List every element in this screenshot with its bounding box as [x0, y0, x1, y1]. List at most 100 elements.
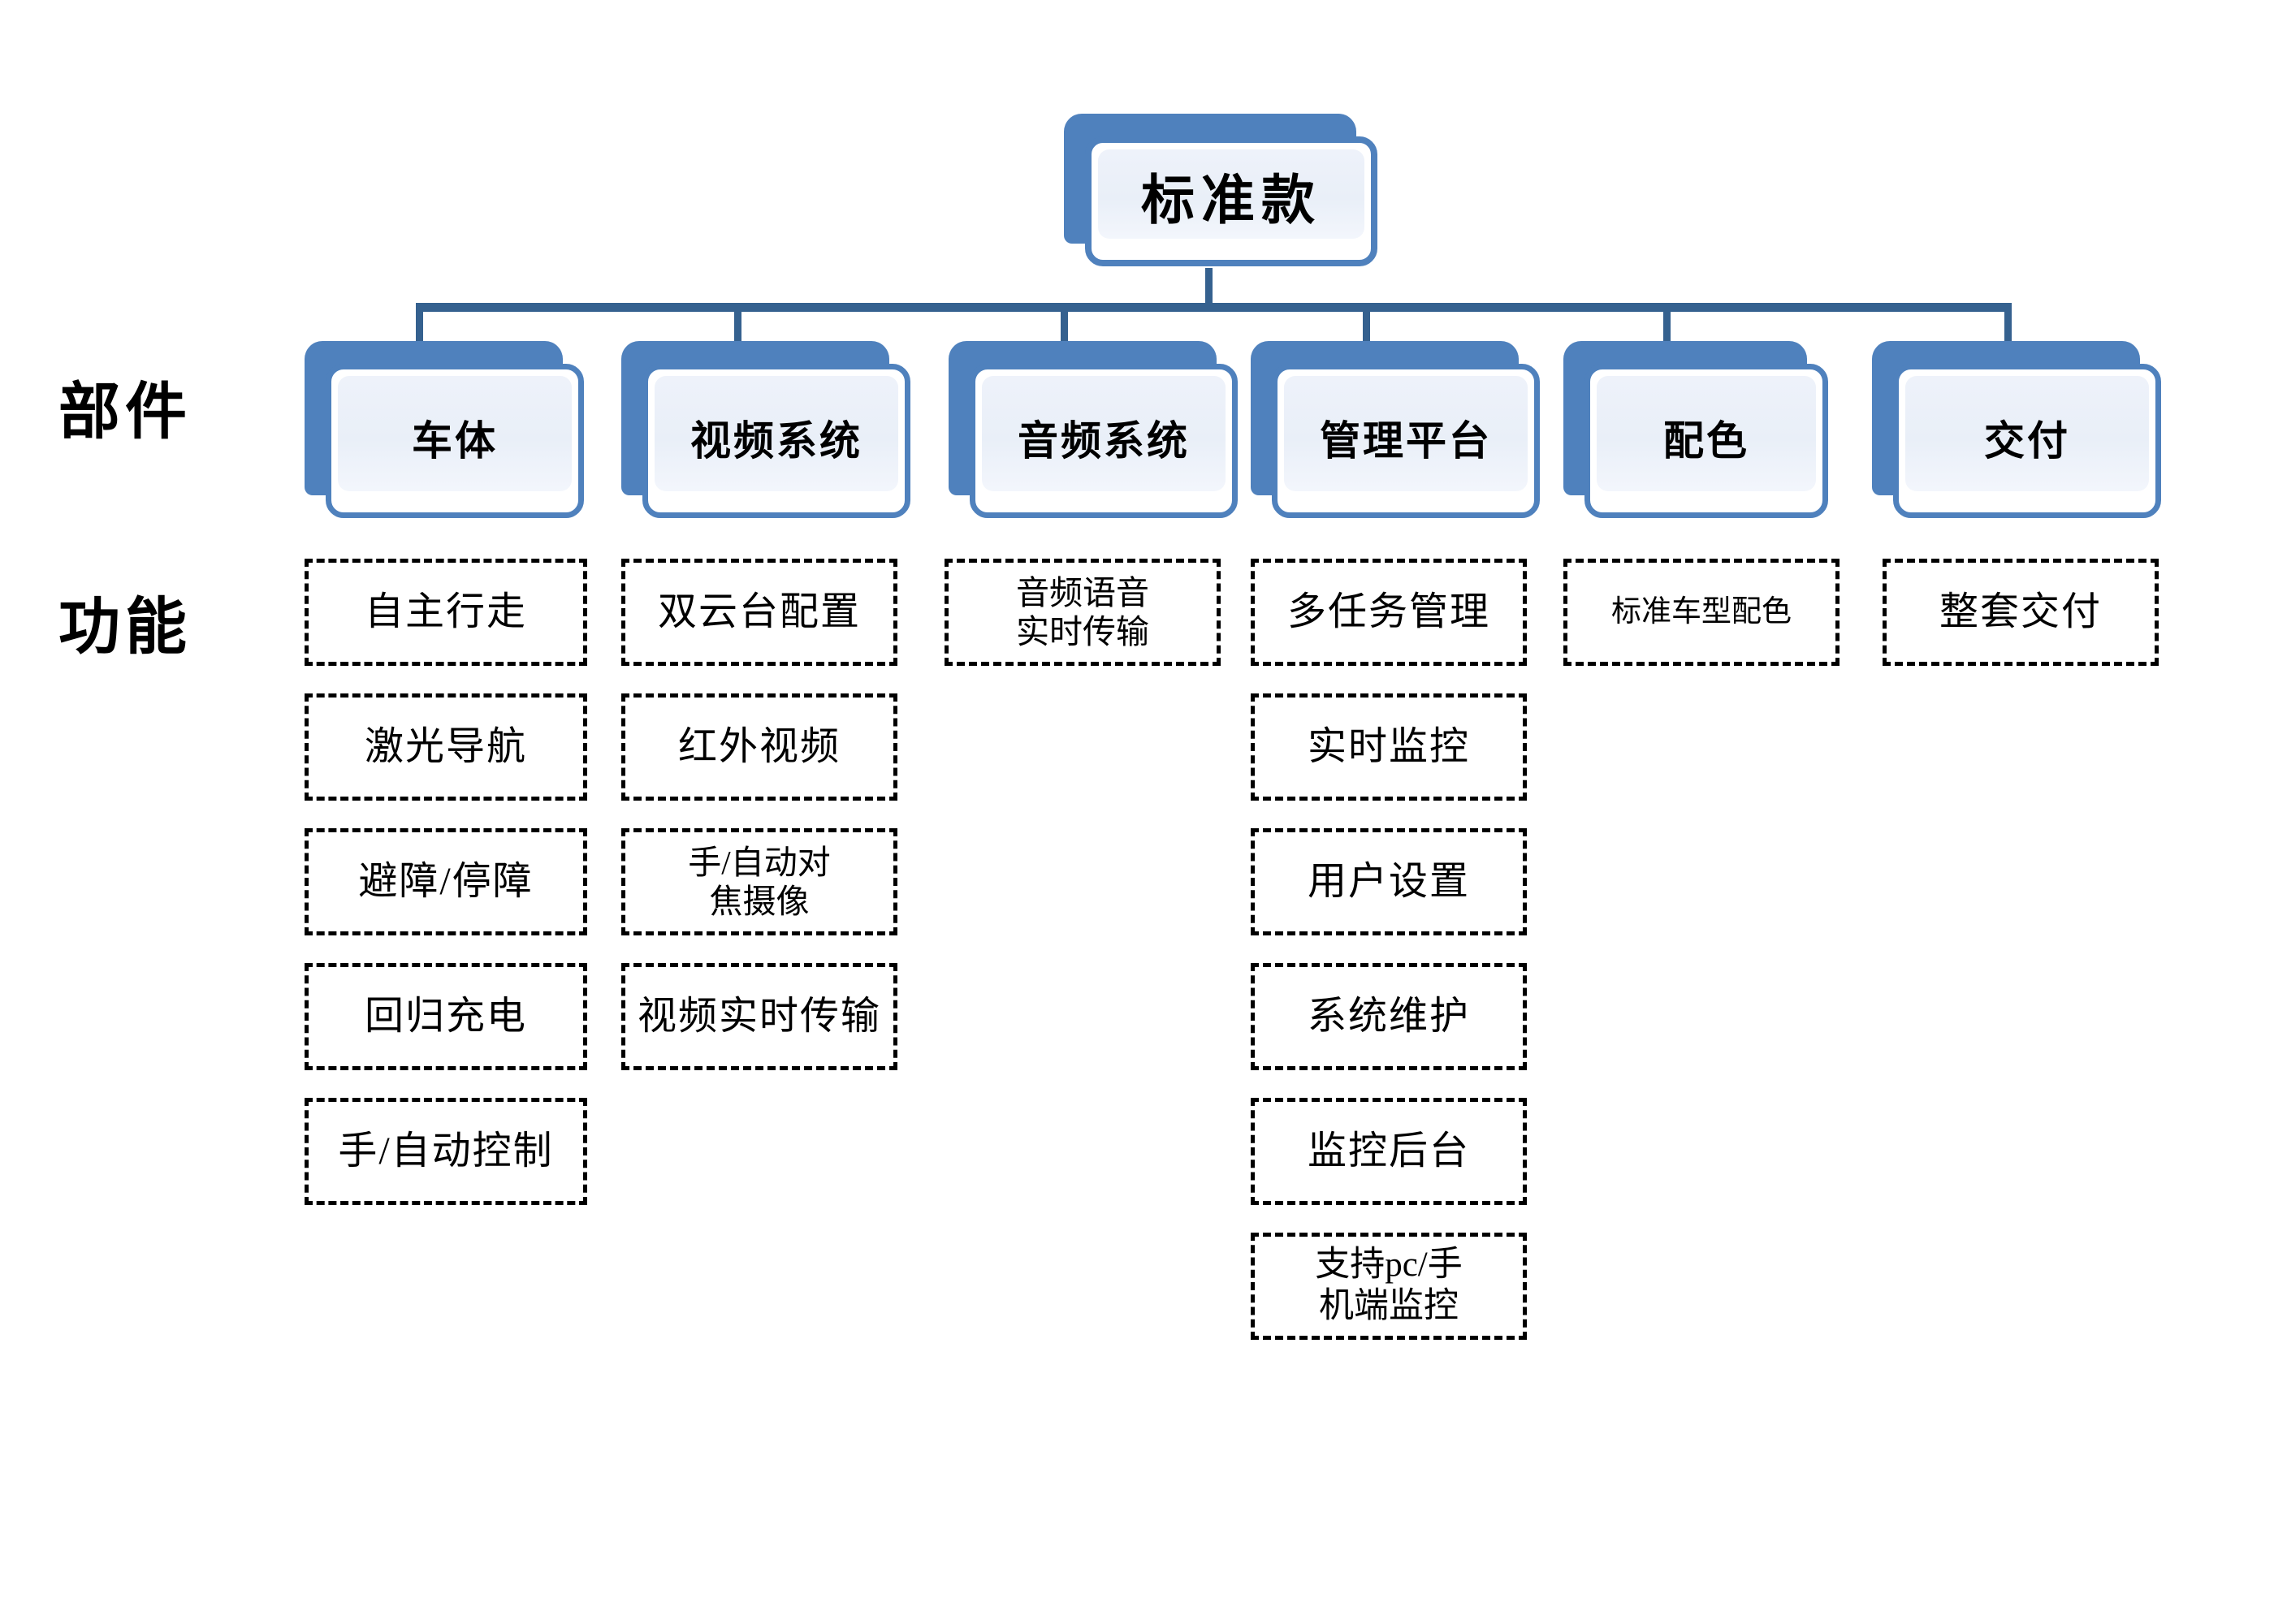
- function-box[interactable]: 用户设置: [1251, 828, 1527, 935]
- function-box-line: 视频实时传输: [637, 994, 881, 1038]
- function-box[interactable]: 支持pc/手机端监控: [1251, 1233, 1527, 1340]
- node-card: 管理平台: [1272, 364, 1540, 518]
- node-component-audio-system[interactable]: 音频系统: [949, 341, 1238, 518]
- node-component-video-system[interactable]: 视频系统: [621, 341, 910, 518]
- node-card: 视频系统: [642, 364, 910, 518]
- connector-drop-4: [1663, 312, 1671, 348]
- node-card: 交付: [1893, 364, 2161, 518]
- function-box[interactable]: 系统维护: [1251, 963, 1527, 1070]
- function-box-line: 支持pc/手: [1315, 1246, 1463, 1285]
- function-box[interactable]: 音频语音实时传输: [945, 559, 1221, 666]
- function-box-label: 标准车型配色: [1611, 594, 1792, 630]
- function-box[interactable]: 避障/停障: [305, 828, 587, 935]
- node-component-label: 交付: [1984, 417, 2070, 464]
- row-label-components: 部件: [58, 378, 192, 447]
- node-card: 车体: [326, 364, 584, 518]
- function-box-line: 实时传输: [1016, 613, 1149, 650]
- function-box-line: 标准车型配色: [1611, 595, 1792, 629]
- function-box-label: 实时监控: [1308, 724, 1470, 771]
- node-component-color-scheme[interactable]: 配色: [1563, 341, 1828, 518]
- function-box[interactable]: 自主行走: [305, 559, 587, 666]
- function-column-vehicle-body: 自主行走激光导航避障/停障回归充电手/自动控制: [305, 559, 587, 1233]
- function-box[interactable]: 实时监控: [1251, 693, 1527, 801]
- function-box-label: 用户设置: [1308, 859, 1470, 905]
- connector-drop-2: [1061, 312, 1068, 348]
- function-box-label: 避障/停障: [358, 859, 533, 905]
- connector-drop-5: [2004, 312, 2012, 348]
- function-box-label: 红外视频: [678, 724, 841, 771]
- function-box-line: 系统维护: [1307, 994, 1470, 1038]
- function-column-audio-system: 音频语音实时传输: [945, 559, 1221, 693]
- function-box-label: 音频语音实时传输: [1016, 573, 1149, 652]
- node-component-label: 车体: [412, 417, 498, 464]
- function-box-line: 机端监控: [1318, 1287, 1459, 1325]
- function-box-line: 整套交付: [1939, 590, 2102, 633]
- connector-drop-0: [416, 312, 423, 348]
- node-inner-fill: [1098, 149, 1364, 239]
- function-box-line: 用户设置: [1307, 859, 1470, 903]
- function-box-line: 激光导航: [364, 724, 527, 768]
- function-box-line: 焦摄像: [709, 883, 810, 920]
- function-box-line: 红外视频: [677, 724, 841, 768]
- node-card: 音频系统: [970, 364, 1238, 518]
- node-component-label: 音频系统: [1018, 417, 1190, 464]
- node-root-standard-model[interactable]: 标准款: [1064, 114, 1377, 266]
- function-box-line: 手/自动控制: [338, 1129, 554, 1173]
- node-component-management-platform[interactable]: 管理平台: [1251, 341, 1540, 518]
- node-inner-fill: [655, 376, 898, 491]
- node-inner-fill: [1284, 376, 1528, 491]
- function-box[interactable]: 标准车型配色: [1563, 559, 1840, 666]
- row-label-functions: 功能: [58, 594, 192, 662]
- connector-horizontal-bus: [416, 303, 2012, 312]
- function-box-line: 避障/停障: [358, 859, 534, 903]
- function-box-label: 支持pc/手机端监控: [1315, 1245, 1463, 1327]
- node-inner-fill: [1597, 376, 1816, 491]
- function-box-label: 整套交付: [1939, 590, 2102, 636]
- function-box-label: 双云台配置: [658, 590, 861, 636]
- function-box[interactable]: 整套交付: [1883, 559, 2159, 666]
- function-box-label: 手/自动对焦摄像: [688, 843, 830, 922]
- node-card: 配色: [1584, 364, 1828, 518]
- function-column-management-platform: 多任务管理实时监控用户设置系统维护监控后台支持pc/手机端监控: [1251, 559, 1527, 1367]
- function-box-label: 系统维护: [1308, 994, 1470, 1040]
- node-inner-fill: [982, 376, 1226, 491]
- node-component-label: 视频系统: [690, 417, 862, 464]
- function-box-label: 手/自动控制: [338, 1129, 553, 1175]
- node-component-label: 配色: [1663, 417, 1749, 464]
- node-component-vehicle-body[interactable]: 车体: [305, 341, 584, 518]
- function-box-line: 回归充电: [364, 994, 527, 1038]
- function-box[interactable]: 手/自动控制: [305, 1098, 587, 1205]
- function-box[interactable]: 手/自动对焦摄像: [621, 828, 897, 935]
- function-box-line: 手/自动对: [688, 843, 831, 881]
- function-box-line: 多任务管理: [1286, 590, 1490, 633]
- function-box[interactable]: 激光导航: [305, 693, 587, 801]
- function-box-line: 监控后台: [1307, 1129, 1470, 1173]
- function-box[interactable]: 回归充电: [305, 963, 587, 1070]
- function-column-color-scheme: 标准车型配色: [1563, 559, 1840, 693]
- connector-drop-1: [734, 312, 741, 348]
- node-card: 标准款: [1085, 136, 1377, 266]
- function-box-label: 视频实时传输: [638, 994, 881, 1040]
- node-component-delivery[interactable]: 交付: [1872, 341, 2161, 518]
- connector-drop-3: [1363, 312, 1370, 348]
- function-box[interactable]: 视频实时传输: [621, 963, 897, 1070]
- node-root-label: 标准款: [1141, 171, 1321, 231]
- node-inner-fill: [338, 376, 572, 491]
- function-box-line: 自主行走: [364, 590, 527, 633]
- function-box-line: 实时监控: [1307, 724, 1470, 768]
- function-box-label: 激光导航: [365, 724, 527, 771]
- function-box-label: 回归充电: [365, 994, 527, 1040]
- function-column-video-system: 双云台配置红外视频手/自动对焦摄像视频实时传输: [621, 559, 897, 1098]
- function-column-delivery: 整套交付: [1883, 559, 2159, 693]
- function-box[interactable]: 双云台配置: [621, 559, 897, 666]
- function-box-label: 多任务管理: [1287, 590, 1490, 636]
- node-inner-fill: [1905, 376, 2149, 491]
- function-box-label: 监控后台: [1308, 1129, 1470, 1175]
- function-box-label: 自主行走: [365, 590, 527, 636]
- function-box[interactable]: 红外视频: [621, 693, 897, 801]
- function-box-line: 双云台配置: [657, 590, 861, 633]
- function-box[interactable]: 多任务管理: [1251, 559, 1527, 666]
- function-box-line: 音频语音: [1016, 573, 1149, 611]
- function-box[interactable]: 监控后台: [1251, 1098, 1527, 1205]
